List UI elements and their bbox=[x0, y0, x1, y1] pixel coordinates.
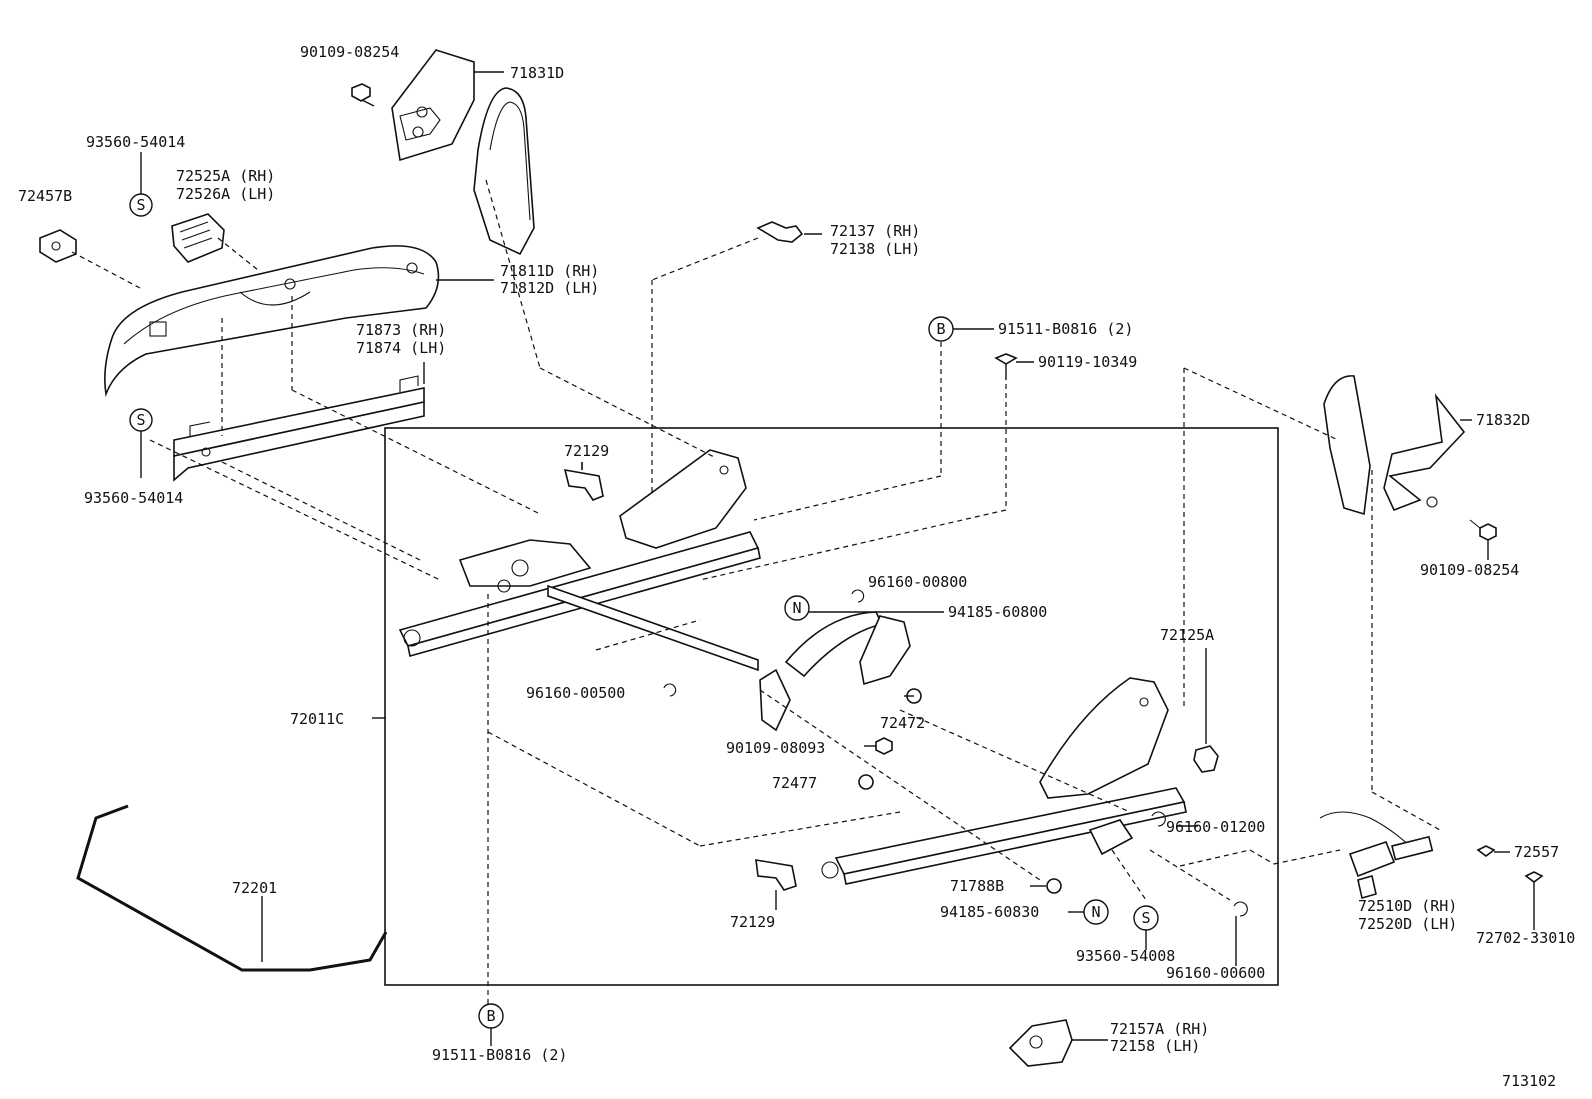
seat-track-assembly-part bbox=[398, 449, 1187, 885]
label-91511-B0816-bottom: 91511-B0816 (2) bbox=[432, 1046, 567, 1064]
label-72525A: 72525A (RH) bbox=[176, 167, 275, 185]
ring-96160-01200-part bbox=[1151, 811, 1166, 827]
label-71811D: 71811D (RH) bbox=[500, 262, 599, 280]
label-71832D: 71832D bbox=[1476, 411, 1530, 429]
label-91511-B0816-top: 91511-B0816 (2) bbox=[998, 320, 1133, 338]
label-72158: 72158 (LH) bbox=[1110, 1037, 1200, 1055]
knob-72525A-part bbox=[171, 213, 225, 263]
label-72129-top: 72129 bbox=[564, 442, 609, 460]
label-72125A: 72125A bbox=[1160, 626, 1214, 644]
s-marker-top: S bbox=[129, 152, 153, 217]
s-marker-mid: S bbox=[129, 408, 153, 478]
label-71788B: 71788B bbox=[950, 877, 1004, 895]
label-72702-33010: 72702-33010 bbox=[1476, 929, 1575, 947]
label-72520D: 72520D (LH) bbox=[1358, 915, 1457, 933]
clip-72457B-part bbox=[39, 229, 77, 263]
clip-72129-top-part bbox=[563, 462, 604, 501]
clip-72125A-part bbox=[1193, 648, 1219, 773]
bolt-right-part bbox=[1469, 519, 1497, 560]
label-72011C: 72011C bbox=[290, 710, 344, 728]
label-96160-01200: 96160-01200 bbox=[1166, 818, 1265, 836]
label-93560-54014-top: 93560-54014 bbox=[86, 133, 185, 151]
ring-96160-00800-part bbox=[851, 589, 865, 603]
assembly-dashed-lines bbox=[71, 179, 1441, 1004]
label-90109-08254-right: 90109-08254 bbox=[1420, 561, 1519, 579]
shield-71811D-part bbox=[104, 245, 440, 398]
label-93560-54014-bottom: 93560-54014 bbox=[84, 489, 183, 507]
label-94185-60830: 94185-60830 bbox=[940, 903, 1039, 921]
label-90109-08093: 90109-08093 bbox=[726, 739, 825, 757]
label-96160-00800: 96160-00800 bbox=[868, 573, 967, 591]
b-marker-top-letter: B bbox=[936, 320, 945, 338]
label-90109-08254-top: 90109-08254 bbox=[300, 43, 399, 61]
clip-72137-part bbox=[756, 221, 822, 243]
b-marker-bottom-letter: B bbox=[486, 1007, 495, 1025]
adjuster-assembly-frame bbox=[384, 427, 1279, 986]
bolt-90119-part bbox=[994, 353, 1034, 380]
label-72472: 72472 bbox=[880, 714, 925, 732]
label-71812D: 71812D (LH) bbox=[500, 279, 599, 297]
label-72477: 72477 bbox=[772, 774, 817, 792]
cable-72510D-part bbox=[1319, 811, 1434, 900]
pin-72557-part bbox=[1476, 845, 1510, 857]
cover-72157A-part bbox=[1008, 1019, 1108, 1067]
diagram-number: 713102 bbox=[1502, 1072, 1556, 1090]
label-72157A: 72157A (RH) bbox=[1110, 1020, 1209, 1038]
label-72138: 72138 (LH) bbox=[830, 240, 920, 258]
label-94185-60800: 94185-60800 bbox=[948, 603, 1047, 621]
s-marker-mid-letter: S bbox=[136, 411, 145, 429]
cover-71831D-part bbox=[391, 49, 535, 256]
s-marker-lower-letter: S bbox=[1141, 909, 1150, 927]
b-marker-bottom: B bbox=[478, 1003, 504, 1046]
cover-71832D-part bbox=[1323, 375, 1472, 516]
clip-72129-bottom-part bbox=[755, 859, 797, 910]
label-71874: 71874 (LH) bbox=[356, 339, 446, 357]
callout-labels: 90109-08254 71831D 93560-54014 72525A (R… bbox=[18, 43, 1575, 1090]
wire-72201-part bbox=[76, 804, 388, 972]
n-marker-upper-letter: N bbox=[792, 599, 801, 617]
bolt-top-left-part bbox=[351, 83, 375, 107]
nut-72477-part bbox=[858, 774, 874, 790]
b-marker-top: B bbox=[928, 316, 994, 342]
label-71873: 71873 (RH) bbox=[356, 321, 446, 339]
bolt-90109-08093-part bbox=[864, 737, 893, 755]
plate-71873-part bbox=[173, 375, 425, 482]
label-72510D: 72510D (RH) bbox=[1358, 897, 1457, 915]
n-marker-upper: N bbox=[784, 595, 944, 621]
label-72137: 72137 (RH) bbox=[830, 222, 920, 240]
label-72201: 72201 bbox=[232, 879, 277, 897]
label-71831D: 71831D bbox=[510, 64, 564, 82]
ring-96160-00500-part bbox=[663, 683, 677, 697]
label-93560-54008: 93560-54008 bbox=[1076, 947, 1175, 965]
label-72557: 72557 bbox=[1514, 843, 1559, 861]
screw-72702-part bbox=[1524, 871, 1544, 930]
n-marker-lower-letter: N bbox=[1091, 903, 1100, 921]
label-72526A: 72526A (LH) bbox=[176, 185, 275, 203]
s-marker-top-letter: S bbox=[136, 196, 145, 214]
n-marker-lower: N bbox=[1083, 899, 1109, 925]
washer-71788B-part bbox=[1046, 878, 1062, 894]
label-90119-10349: 90119-10349 bbox=[1038, 353, 1137, 371]
ring-96160-00600-part bbox=[1233, 901, 1248, 966]
label-72457B: 72457B bbox=[18, 187, 72, 205]
label-96160-00500: 96160-00500 bbox=[526, 684, 625, 702]
leader-lines bbox=[423, 71, 1198, 913]
label-72129-bottom: 72129 bbox=[730, 913, 775, 931]
label-96160-00600: 96160-00600 bbox=[1166, 964, 1265, 982]
s-marker-lower: S bbox=[1133, 905, 1159, 950]
